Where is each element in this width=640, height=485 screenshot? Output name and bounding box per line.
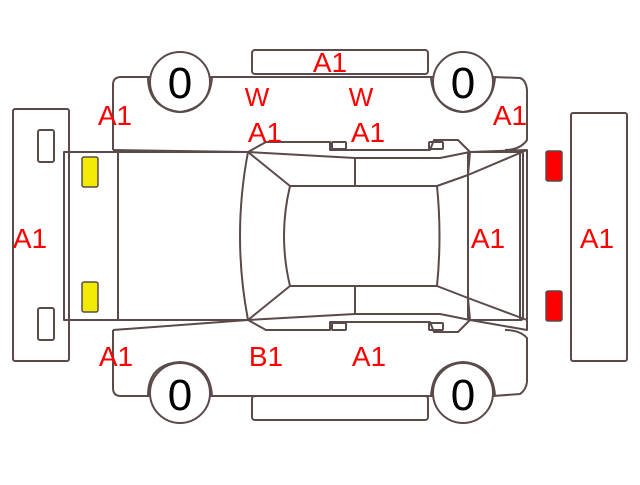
label-trunk: A1 xyxy=(471,223,505,254)
tire-top-right-value: 0 xyxy=(451,59,475,108)
label-rear-right-door: A1 xyxy=(352,341,386,372)
label-rear-bumper: A1 xyxy=(580,223,614,254)
label-rear-left-fender: A1 xyxy=(493,100,527,131)
rear-lamp-top xyxy=(545,150,563,182)
bottom-molding xyxy=(251,395,429,421)
roof-outline xyxy=(290,185,441,287)
label-front-left-door-mark: W xyxy=(245,82,270,112)
front-bumper xyxy=(12,108,70,362)
rear-lamp-bottom xyxy=(545,290,563,322)
label-rear-left-door-mark: W xyxy=(349,82,374,112)
label-rear-left-door: A1 xyxy=(351,117,385,148)
tire-bottom-left-value: 0 xyxy=(168,371,192,420)
label-front-right-door: B1 xyxy=(249,341,283,372)
car-body-outline xyxy=(63,149,528,331)
front-lamp-top xyxy=(81,156,99,188)
bottom-side-silhouette xyxy=(112,329,528,397)
trunk-outline xyxy=(467,149,528,321)
tire-bottom-right-value: 0 xyxy=(451,371,475,420)
label-front-right-fender: A1 xyxy=(99,341,133,372)
tire-top-left-value: 0 xyxy=(168,59,192,108)
label-front-left-door: A1 xyxy=(248,117,282,148)
top-side-silhouette xyxy=(112,76,528,151)
label-front-left-fender: A1 xyxy=(98,100,132,131)
front-bumper-slot-top xyxy=(37,129,55,163)
front-lamp-bottom xyxy=(81,281,99,313)
label-front-bumper: A1 xyxy=(13,223,47,254)
front-bumper-slot-bottom xyxy=(37,307,55,341)
label-roof-top: A1 xyxy=(313,47,347,78)
top-molding xyxy=(251,49,429,75)
rear-bumper xyxy=(570,112,628,362)
